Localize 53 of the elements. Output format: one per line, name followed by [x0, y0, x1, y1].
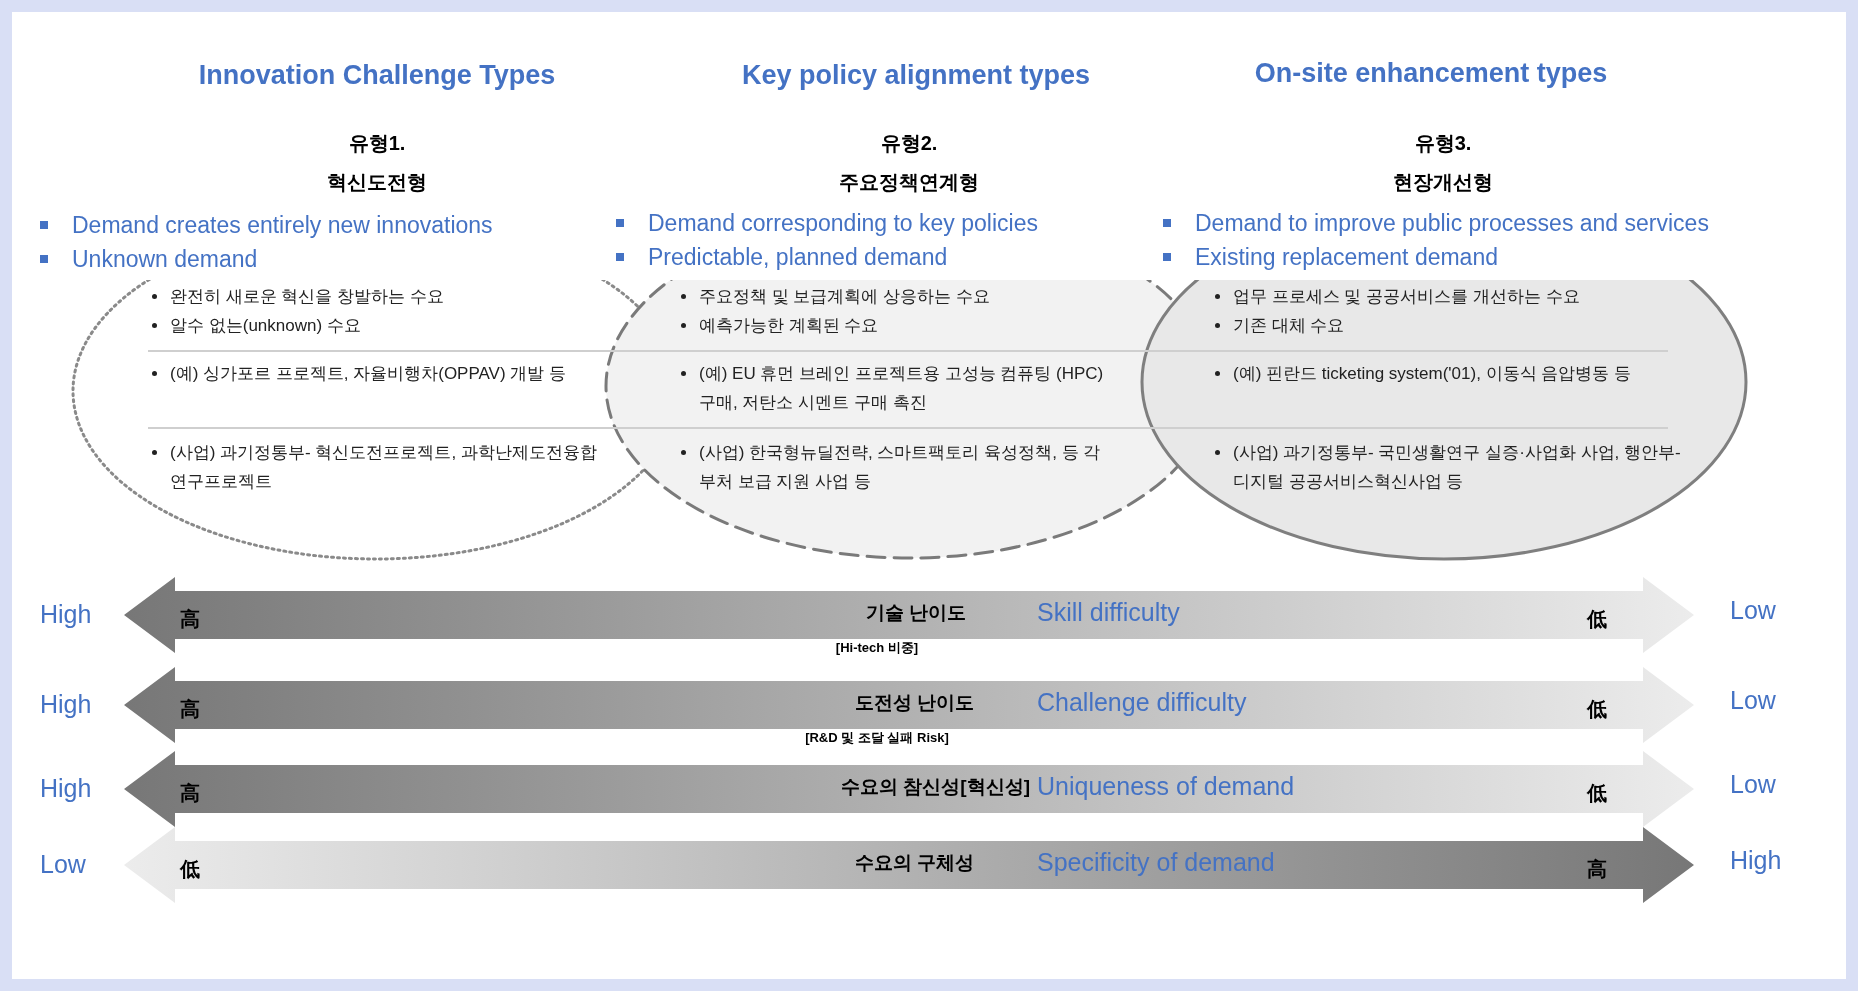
bullet-item: (사업) 과기정통부- 혁신도전프로젝트, 과학난제도전융합연구프로젝트	[170, 442, 598, 493]
bullet-text: Demand corresponding to key policies	[616, 208, 1038, 238]
scale-end-label: High	[40, 773, 92, 805]
bullet-item: (사업) 과기정통부- 국민생활연구 실증·사업화 사업, 행안부-디지털 공공서비스혁신사업 등	[1233, 442, 1682, 493]
type-heading: 유형1.	[348, 131, 406, 156]
band-label: 도전성 난이도	[854, 690, 974, 715]
band-label-english: Specificity of demand	[1037, 847, 1275, 879]
scale-mark: 低	[1587, 780, 1607, 807]
bullet-item: 완전히 새로운 혁신을 창발하는 수요	[170, 286, 444, 308]
scale-mark: 高	[180, 696, 200, 723]
band-sublabel: [Hi-tech 비중]	[835, 641, 919, 655]
scale-end-label: High	[40, 689, 92, 721]
band-sublabel: [R&D 및 조달 실패 Risk]	[805, 731, 949, 745]
bullet-item: 알수 없는(unknown) 수요	[170, 315, 361, 337]
band-label-english: Skill difficulty	[1037, 597, 1180, 629]
bullet-item: (예) EU 휴먼 브레인 프로젝트용 고성능 컴퓨팅 (HPC) 구매, 저탄소 시멘트 구매 촉진	[699, 363, 1105, 414]
band-label: 기술 난이도	[865, 600, 966, 625]
scale-mark: 高	[180, 780, 200, 807]
scale-mark: 高	[1587, 856, 1607, 883]
scale-end-label: High	[40, 599, 92, 631]
bullet-item: 업무 프로세스 및 공공서비스를 개선하는 수요	[1233, 286, 1580, 308]
scale-end-label: Low	[40, 849, 86, 881]
type-heading: 유형2.	[880, 131, 938, 156]
column-title: Key policy alignment types	[741, 58, 1091, 92]
bullet-item: 기존 대체 수요	[1233, 315, 1345, 337]
bullet-item: 예측가능한 계획된 수요	[699, 315, 879, 337]
bullet-item: (예) 싱가포르 프로젝트, 자율비행차(OPPAV) 개발 등	[170, 363, 567, 385]
scale-end-label: Low	[1730, 685, 1776, 717]
band-label: 수요의 참신성[혁신성]	[841, 774, 1030, 799]
scale-mark: 低	[1587, 606, 1607, 633]
bullet-text: Demand to improve public processes and services	[1163, 208, 1709, 238]
bullet-item: 주요정책 및 보급계획에 상응하는 수요	[699, 286, 990, 308]
bullet-text: Existing replacement demand	[1163, 242, 1498, 272]
scale-end-label: Low	[1730, 595, 1776, 627]
type-heading: 주요정책연계형	[839, 170, 979, 195]
scale-mark: 低	[180, 856, 200, 883]
type-heading: 혁신도전형	[327, 170, 427, 195]
scale-end-label: High	[1730, 845, 1782, 877]
band-label-english: Challenge difficulty	[1037, 687, 1247, 719]
bullet-item: (예) 핀란드 ticketing system('01), 이동식 음압병동 등	[1233, 363, 1632, 385]
type-heading: 현장개선형	[1393, 170, 1493, 195]
scale-mark: 高	[180, 606, 200, 633]
column-title: On-site enhancement types	[1254, 56, 1608, 90]
bullet-text: Unknown demand	[40, 244, 258, 274]
band-label: 수요의 구체성	[854, 850, 974, 875]
bullet-text: Predictable, planned demand	[616, 242, 948, 272]
column-title: Innovation Challenge Types	[198, 58, 556, 92]
type-heading: 유형3.	[1414, 131, 1472, 156]
bullet-item: (사업) 한국형뉴딜전략, 스마트팩토리 육성정책, 등 각 부처 보급 지원 사업 등	[699, 442, 1102, 493]
scale-mark: 低	[1587, 696, 1607, 723]
bullet-text: Demand creates entirely new innovations	[40, 210, 493, 240]
scale-end-label: Low	[1730, 769, 1776, 801]
band-label-english: Uniqueness of demand	[1037, 771, 1295, 803]
